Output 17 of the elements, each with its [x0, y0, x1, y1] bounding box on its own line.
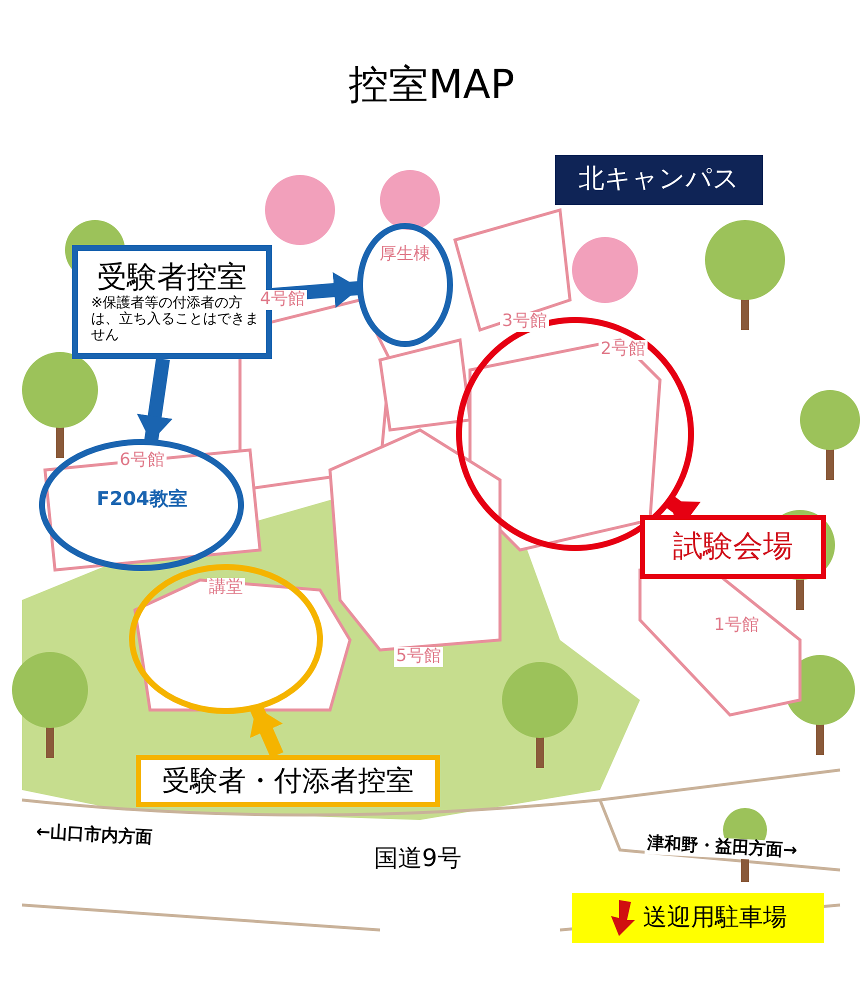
callout-box — [640, 515, 826, 579]
room-heading: 受験者控室 — [97, 260, 247, 295]
building-label: 5号館 — [394, 647, 443, 667]
campus-name: 北キャンパス — [578, 165, 740, 195]
note-text: ※保護者等の付添者の方は、立ち入ることはできません — [90, 295, 260, 344]
building-label: 4号館 — [258, 290, 307, 310]
parking-sign — [572, 893, 824, 943]
block-arrow — [136, 358, 173, 443]
building-label: 3号館 — [500, 312, 549, 332]
building-label: 2号館 — [598, 340, 648, 360]
campus-name-box — [555, 155, 763, 205]
callout-box — [72, 245, 272, 359]
parking-label: 送迎用駐車場 — [643, 904, 787, 932]
room-heading: 受験者・付添者控室 — [162, 764, 414, 798]
map-title: 控室MAP — [348, 62, 514, 108]
venue-heading: 試験会場 — [673, 530, 793, 564]
callout-box — [136, 755, 440, 807]
